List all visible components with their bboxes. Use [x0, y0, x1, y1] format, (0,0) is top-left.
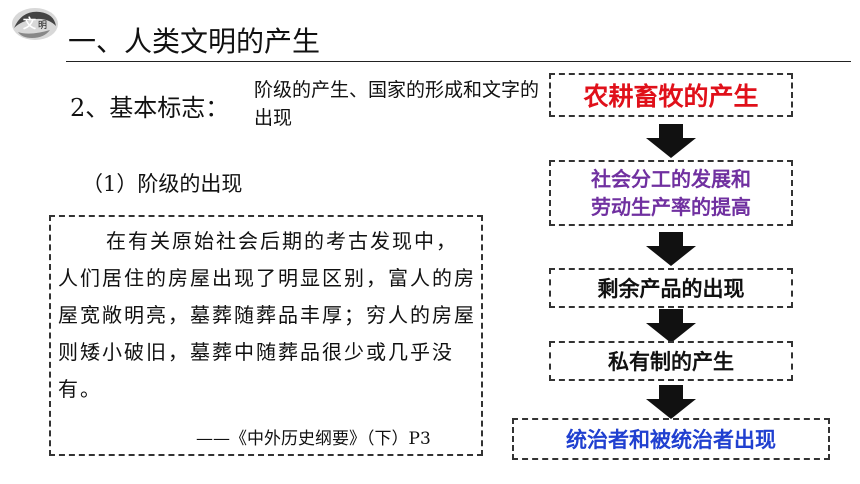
down-arrow-icon: [646, 385, 696, 419]
flow-step-surplus: 剩余产品的出现: [549, 268, 793, 308]
title-divider: [66, 61, 851, 62]
svg-text:文: 文: [23, 16, 37, 32]
flow-step-label: 私有制的产生: [608, 350, 734, 374]
logo-seal-icon: 文 明: [12, 8, 58, 40]
svg-text:明: 明: [38, 20, 47, 31]
page-title: 一、人类文明的产生: [68, 25, 321, 58]
section-text: 阶级的产生、国家的形成和文字的出现: [254, 79, 540, 129]
quote-box: [49, 215, 483, 456]
sub-heading: （1）阶级的出现: [82, 172, 243, 196]
flow-step-private-ownership: 私有制的产生: [549, 341, 793, 381]
quote-text: 在有关原始社会后期的考古发现中，人们居住的房屋出现了明显区别，富人的房屋宽敞明亮…: [58, 229, 476, 401]
flow-step-rulers-and-ruled: 统治者和被统治者出现: [512, 418, 830, 460]
down-arrow-icon: [646, 232, 696, 266]
flow-step-label: 剩余产品的出现: [597, 277, 745, 301]
flow-step-label: 统治者和被统治者出现: [566, 428, 776, 452]
flow-step-label-line2: 劳动生产率的提高: [591, 195, 751, 219]
quote-source: ——《中外历史纲要》（下）P3: [196, 429, 431, 449]
flow-step-label: 农耕畜牧的产生: [583, 82, 759, 111]
section-label: 2、基本标志：: [70, 94, 230, 122]
flow-step-agriculture: 农耕畜牧的产生: [549, 73, 793, 117]
logo: 文 明: [10, 6, 60, 42]
down-arrow-icon: [646, 309, 696, 343]
flow-step-division-of-labor: 社会分工的发展和 劳动生产率的提高: [549, 160, 793, 226]
flow-step-label-line1: 社会分工的发展和: [591, 167, 751, 191]
down-arrow-icon: [646, 124, 696, 158]
